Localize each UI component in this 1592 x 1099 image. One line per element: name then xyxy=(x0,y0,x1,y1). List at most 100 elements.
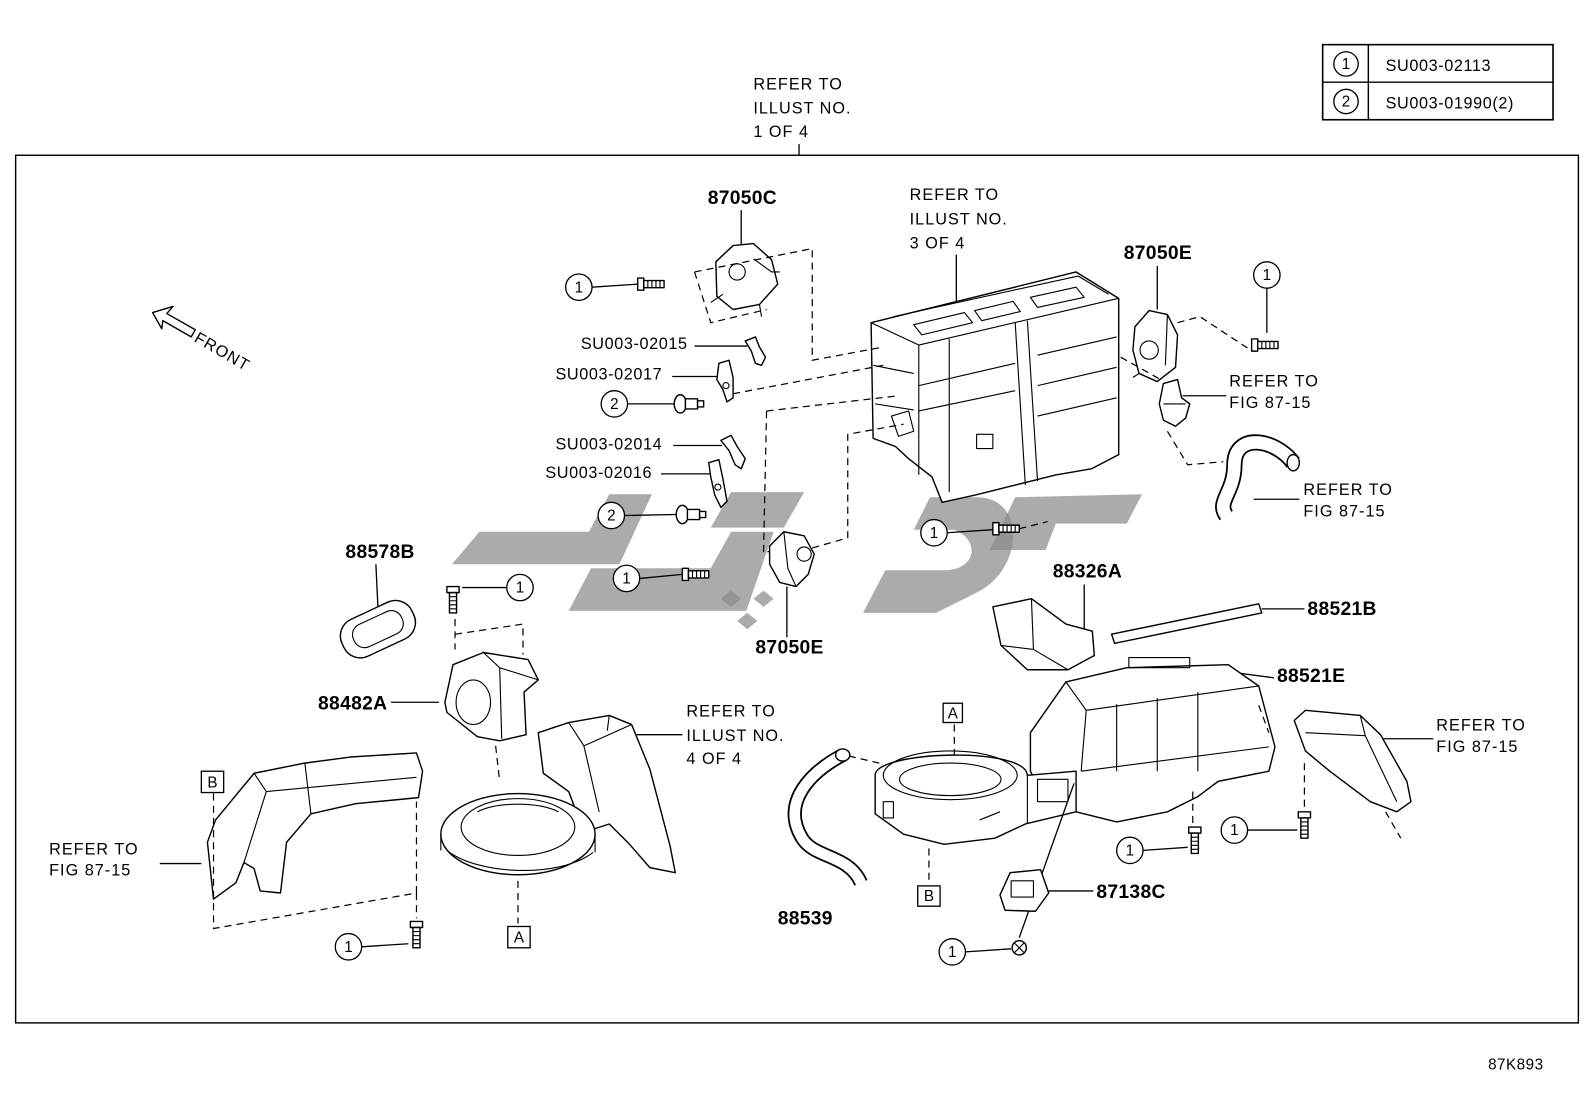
screw-icon xyxy=(1250,338,1279,352)
reference-line: FIG 87-15 xyxy=(1436,738,1518,756)
legend-code-1: SU003-02113 xyxy=(1386,57,1492,75)
watermark-logo xyxy=(451,492,1143,630)
screw-icon xyxy=(446,585,460,614)
dashed-guide xyxy=(454,619,524,655)
callout-number: 1 xyxy=(344,939,352,956)
dashed-guide xyxy=(212,793,418,930)
part-number-87050E-upper[interactable]: 87050E xyxy=(1124,243,1192,264)
legend-marker-1: 1 xyxy=(1333,51,1359,77)
reference-fig-87-15-right-lower[interactable]: REFER TO FIG 87-15 xyxy=(1436,717,1526,756)
part-number-87050C[interactable]: 87050C xyxy=(708,188,777,209)
screw-icon xyxy=(1297,811,1312,839)
callout-number: 1 xyxy=(1230,822,1238,839)
part-number-87138C[interactable]: 87138C xyxy=(1096,882,1165,903)
dashed-guide xyxy=(1385,811,1402,839)
blower-housing-lower xyxy=(874,750,1077,846)
box-label-a: A xyxy=(507,925,531,949)
clip-nut-icon xyxy=(675,504,707,525)
reference-line: ILLUST NO. xyxy=(753,100,851,118)
part-number-SU003-02016[interactable]: SU003-02016 xyxy=(545,464,652,482)
callout-marker-2: 2 xyxy=(597,501,626,530)
reference-line: ILLUST NO. xyxy=(686,727,784,745)
dashed-guide xyxy=(848,755,930,883)
reference-line: REFER TO xyxy=(686,702,776,720)
part-number-SU003-02014[interactable]: SU003-02014 xyxy=(555,436,662,454)
reference-line: REFER TO xyxy=(1303,481,1393,499)
callout-number: 1 xyxy=(1126,842,1134,859)
reference-fig-87-15-right-middle[interactable]: REFER TO FIG 87-15 xyxy=(1303,481,1393,520)
part-87138C xyxy=(999,868,1050,912)
leader-line xyxy=(375,564,379,607)
drain-hose-88539 xyxy=(787,748,868,887)
part-number-88326A[interactable]: 88326A xyxy=(1053,561,1122,582)
leader-line xyxy=(1018,783,1075,938)
reference-line: 4 OF 4 xyxy=(686,750,742,768)
servo-motor-87050E-lower xyxy=(768,531,815,588)
part-number-88539[interactable]: 88539 xyxy=(778,908,833,929)
air-duct-left xyxy=(206,752,424,900)
servo-motor-87050C xyxy=(710,242,780,317)
part-number-87050E-lower[interactable]: 87050E xyxy=(755,638,823,659)
callout-number: 1 xyxy=(516,580,524,597)
screw-icon xyxy=(636,277,665,291)
diagram-frame xyxy=(14,154,1580,1024)
callout-marker-1: 1 xyxy=(334,932,363,961)
lever-SU003-02014 xyxy=(720,434,746,470)
legend-marker-number: 1 xyxy=(1342,56,1350,73)
screw-icon xyxy=(1188,826,1202,855)
screw-icon xyxy=(992,521,1020,536)
part-number-SU003-02017[interactable]: SU003-02017 xyxy=(555,366,662,384)
reference-line: FIG 87-15 xyxy=(49,862,131,880)
reference-line: 3 OF 4 xyxy=(910,235,966,253)
callout-number: 1 xyxy=(1263,267,1271,284)
part-number-SU003-02015[interactable]: SU003-02015 xyxy=(581,335,688,353)
reference-line: REFER TO xyxy=(910,186,1000,204)
leader-line xyxy=(947,529,993,534)
reference-illust-4-of-4[interactable]: REFER TO ILLUST NO. 4 OF 4 xyxy=(686,702,784,768)
reference-line: REFER TO xyxy=(753,75,843,93)
dashed-guide xyxy=(1019,521,1048,530)
box-letter: B xyxy=(924,888,934,905)
callout-marker-1: 1 xyxy=(1253,261,1281,289)
callout-marker-2: 2 xyxy=(600,390,629,418)
part-number-88482A[interactable]: 88482A xyxy=(318,693,387,714)
box-label-b: B xyxy=(917,885,941,907)
gasket-88578B xyxy=(339,599,417,659)
reference-line: FIG 87-15 xyxy=(1303,503,1385,521)
reference-illust-3-of-4[interactable]: REFER TO ILLUST NO. 3 OF 4 xyxy=(910,186,1008,253)
reference-line: REFER TO xyxy=(1436,717,1526,735)
link-SU003-02017 xyxy=(716,359,734,403)
box-label-a: A xyxy=(942,702,964,724)
callout-number: 2 xyxy=(610,396,618,413)
callout-number: 1 xyxy=(930,525,938,542)
reference-illust-1-of-4[interactable]: REFER TO ILLUST NO. 1 OF 4 xyxy=(753,75,851,141)
reference-fig-87-15-right-upper[interactable]: REFER TO FIG 87-15 xyxy=(1229,373,1319,412)
callout-number: 1 xyxy=(948,944,956,961)
lever-SU003-02015 xyxy=(744,336,767,367)
reference-line: FIG 87-15 xyxy=(1229,394,1311,412)
reference-fig-87-15-left[interactable]: REFER TO FIG 87-15 xyxy=(49,840,139,879)
part-number-88578B[interactable]: 88578B xyxy=(345,542,414,563)
connector-fitting xyxy=(1158,378,1191,427)
dashed-guide xyxy=(762,395,904,554)
box-letter: A xyxy=(948,705,959,722)
dashed-guide xyxy=(693,247,884,361)
reference-line: 1 OF 4 xyxy=(753,123,809,141)
leader-line xyxy=(624,513,677,517)
servo-motor-87050E-upper xyxy=(1132,309,1179,383)
leader-line xyxy=(965,948,1012,953)
part-number-88521E[interactable]: 88521E xyxy=(1277,666,1345,687)
dashed-guide xyxy=(1192,705,1306,828)
legend-table: 1 SU003-02113 2 SU003-01990(2) xyxy=(1321,43,1554,121)
leader-line xyxy=(1143,846,1188,852)
link-SU003-02016 xyxy=(708,458,728,509)
duct-bracket-right xyxy=(1293,709,1412,813)
reference-line: ILLUST NO. xyxy=(910,210,1008,228)
legend-marker-number: 2 xyxy=(1342,94,1350,111)
part-number-88521B[interactable]: 88521B xyxy=(1307,599,1376,620)
callout-number: 1 xyxy=(622,570,630,587)
callout-marker-1: 1 xyxy=(938,938,967,966)
front-arrow-icon xyxy=(151,305,196,338)
legend-marker-2: 2 xyxy=(1333,88,1359,115)
